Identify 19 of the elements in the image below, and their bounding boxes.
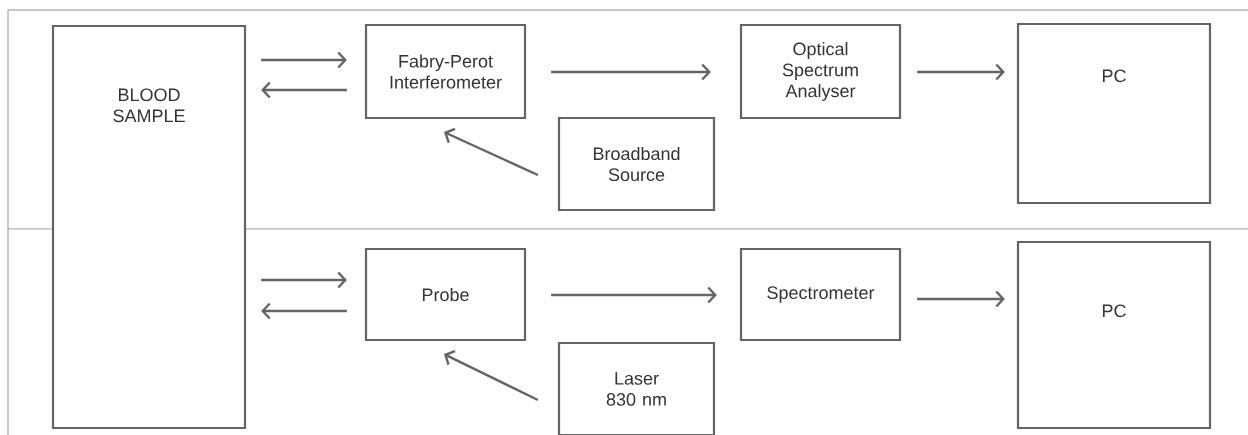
block-box: Laser 830 nm — [557, 341, 716, 435]
block-box: BLOOD SAMPLE — [51, 24, 247, 430]
block-box: Probe — [364, 247, 527, 342]
block-box: Broadband Source — [557, 116, 716, 212]
arrow — [917, 63, 1005, 81]
arrow — [444, 127, 539, 177]
block-box: PC — [1016, 22, 1212, 205]
arrow — [551, 286, 717, 304]
arrow — [551, 63, 711, 81]
block-box: PC — [1016, 240, 1212, 430]
arrow — [261, 81, 347, 99]
block-box: Fabry-Perot Interferometer — [364, 23, 527, 120]
block-box: Spectrometer — [739, 247, 902, 342]
arrow — [261, 271, 347, 289]
arrow — [917, 290, 1005, 308]
arrow — [444, 350, 539, 402]
arrow — [261, 302, 347, 320]
block-box: Optical Spectrum Analyser — [739, 23, 902, 120]
arrow — [261, 51, 347, 69]
